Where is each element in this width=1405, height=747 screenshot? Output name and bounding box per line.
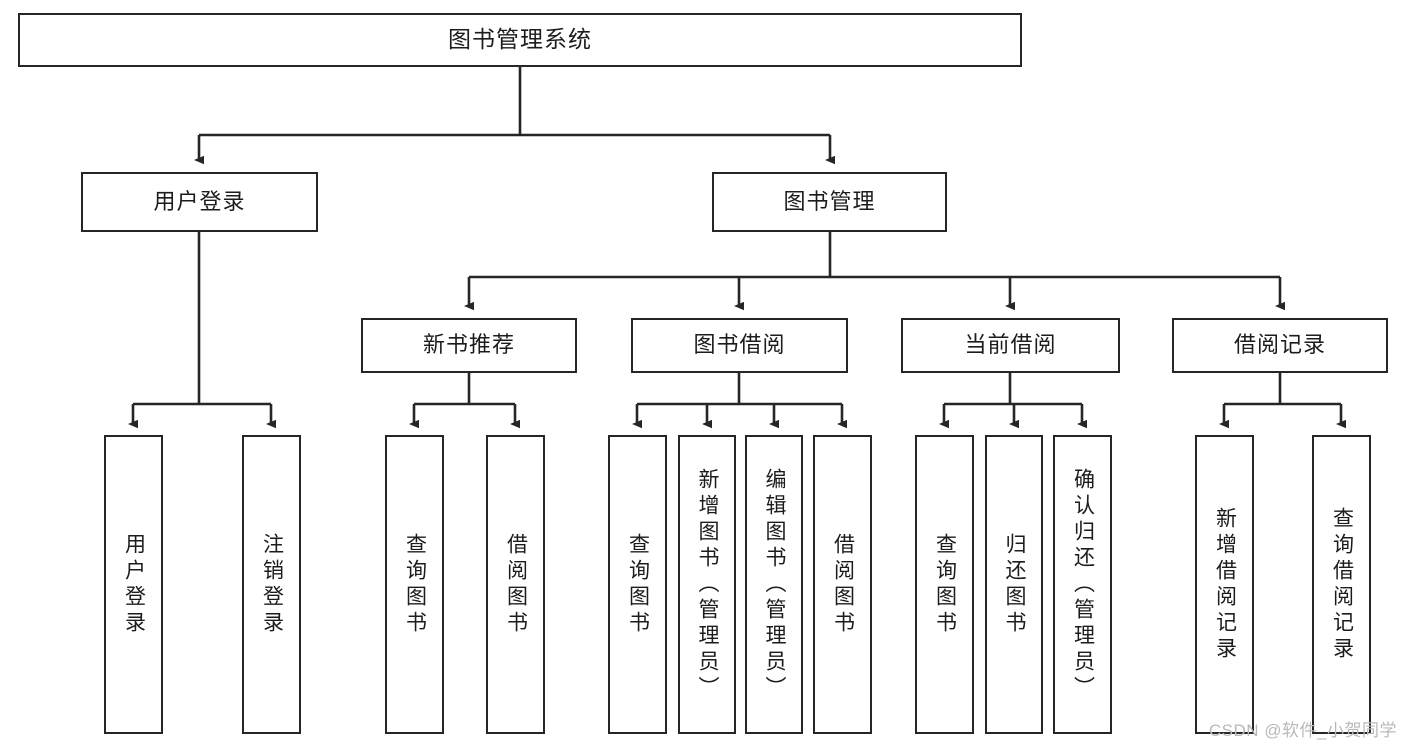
node-label: 新增图书（管理员） xyxy=(696,467,720,702)
node-label: 查询借阅记录 xyxy=(1330,506,1354,663)
node-current-borrow[interactable]: 当前借阅 xyxy=(901,318,1120,373)
node-label: 借阅记录 xyxy=(1233,332,1326,358)
node-leaf-confirm-return[interactable]: 确认归还（管理员） xyxy=(1053,435,1112,734)
node-leaf-query-book-3[interactable]: 查询图书 xyxy=(915,435,974,734)
node-root-system[interactable]: 图书管理系统 xyxy=(18,13,1022,67)
node-label: 新增借阅记录 xyxy=(1213,506,1237,663)
node-leaf-return-book[interactable]: 归还图书 xyxy=(985,435,1043,734)
node-leaf-logout[interactable]: 注销登录 xyxy=(242,435,301,734)
node-leaf-borrow-book-2[interactable]: 借阅图书 xyxy=(813,435,872,734)
node-leaf-query-book-1[interactable]: 查询图书 xyxy=(385,435,444,734)
node-leaf-query-record[interactable]: 查询借阅记录 xyxy=(1312,435,1371,734)
node-leaf-add-book[interactable]: 新增图书（管理员） xyxy=(678,435,736,734)
node-label: 用户登录 xyxy=(122,532,146,637)
node-label: 借阅图书 xyxy=(831,532,855,637)
node-label: 图书管理系统 xyxy=(448,26,592,53)
node-book-manage[interactable]: 图书管理 xyxy=(712,172,947,232)
node-leaf-edit-book[interactable]: 编辑图书（管理员） xyxy=(745,435,803,734)
node-new-book-recommend[interactable]: 新书推荐 xyxy=(361,318,577,373)
node-leaf-query-book-2[interactable]: 查询图书 xyxy=(608,435,667,734)
node-label: 图书管理 xyxy=(783,188,876,214)
node-label: 用户登录 xyxy=(153,188,246,214)
node-label: 图书借阅 xyxy=(693,332,786,358)
node-label: 注销登录 xyxy=(260,532,284,637)
node-book-borrow[interactable]: 图书借阅 xyxy=(631,318,848,373)
node-user-login[interactable]: 用户登录 xyxy=(81,172,318,232)
node-label: 新书推荐 xyxy=(422,332,515,358)
node-label: 归还图书 xyxy=(1003,532,1027,637)
node-leaf-user-login[interactable]: 用户登录 xyxy=(104,435,163,734)
node-label: 查询图书 xyxy=(933,532,957,637)
node-leaf-add-record[interactable]: 新增借阅记录 xyxy=(1195,435,1254,734)
node-label: 编辑图书（管理员） xyxy=(763,467,787,702)
node-label: 借阅图书 xyxy=(504,532,528,637)
node-label: 当前借阅 xyxy=(964,332,1057,358)
node-leaf-borrow-book-1[interactable]: 借阅图书 xyxy=(486,435,545,734)
node-borrow-record[interactable]: 借阅记录 xyxy=(1172,318,1388,373)
csdn-watermark: CSDN @软件_小贺同学 xyxy=(1208,721,1397,740)
node-label: 查询图书 xyxy=(403,532,427,637)
node-label: 查询图书 xyxy=(626,532,650,637)
node-label: 确认归还（管理员） xyxy=(1071,467,1095,702)
